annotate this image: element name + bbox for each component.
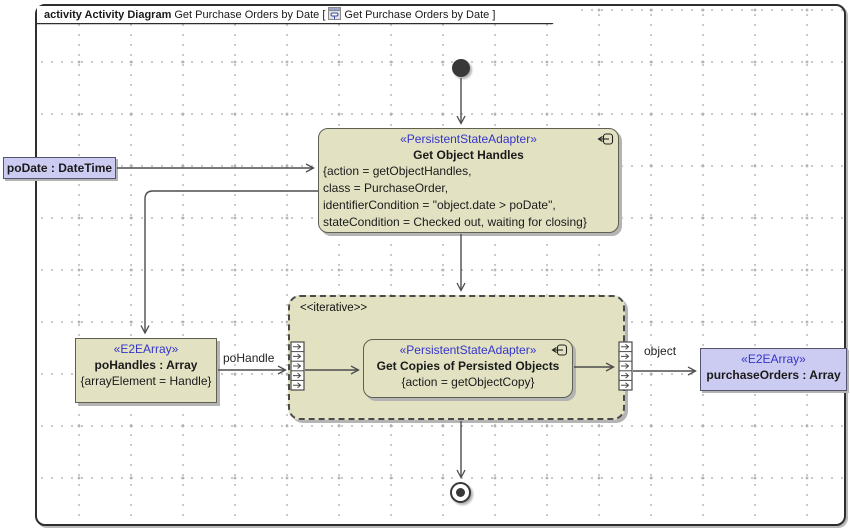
action-property: stateCondition = Checked out, waiting fo… — [323, 215, 587, 229]
action-name: Get Object Handles — [413, 148, 524, 162]
diagram-title-text: Get Purchase Orders by Date [ — [174, 8, 326, 21]
action-property: identifierCondition = "object.date > poD… — [323, 198, 556, 212]
diagram-keyword: activity Activity Diagram — [44, 8, 172, 21]
diagram-frame — [35, 4, 846, 526]
action-get-copies-of-persisted-objects[interactable]: «PersistentStateAdapter» Get Copies of P… — [363, 339, 573, 398]
diagram-title-tab[interactable]: activity Activity Diagram Get Purchase O… — [37, 6, 578, 23]
edge-label-pohandle[interactable]: poHandle — [223, 351, 275, 365]
stereotype-label: «PersistentStateAdapter» — [400, 132, 537, 146]
action-get-object-handles[interactable]: «PersistentStateAdapter» Get Object Hand… — [318, 128, 619, 233]
diagram-context-text: Get Purchase Orders by Date ] — [344, 8, 496, 21]
object-node-property: {arrayElement = Handle} — [80, 374, 212, 388]
stereotype-label: «PersistentStateAdapter» — [399, 343, 537, 357]
object-node-purchaseorders[interactable]: «E2EArray» purchaseOrders : Array — [700, 348, 847, 391]
activity-diagram-icon — [328, 6, 342, 23]
stereotype-label: «E2EArray» — [113, 342, 179, 356]
object-node-pohandles[interactable]: «E2EArray» poHandles : Array {arrayEleme… — [75, 338, 217, 403]
expansion-node-input[interactable] — [290, 341, 305, 396]
object-node-label: poDate : DateTime — [6, 161, 113, 175]
stereotype-label: «E2EArray» — [741, 352, 806, 366]
action-property: class = PurchaseOrder, — [323, 181, 449, 195]
state-adapter-icon — [597, 132, 614, 149]
initial-node[interactable] — [452, 59, 470, 77]
action-property: {action = getObjectHandles, — [323, 164, 472, 178]
region-keyword: <<iterative>> — [300, 302, 368, 314]
object-node-name: purchaseOrders : Array — [706, 368, 841, 382]
edge-label-object[interactable]: object — [644, 344, 677, 358]
action-name: Get Copies of Persisted Objects — [376, 359, 560, 373]
state-adapter-icon — [551, 343, 568, 360]
object-node-podate[interactable]: poDate : DateTime — [3, 157, 116, 179]
expansion-node-output[interactable] — [618, 341, 633, 396]
action-property: {action = getObjectCopy} — [401, 375, 535, 389]
activity-final-node[interactable] — [450, 482, 471, 503]
object-node-name: poHandles : Array — [94, 358, 198, 372]
final-node-dot — [456, 488, 465, 497]
